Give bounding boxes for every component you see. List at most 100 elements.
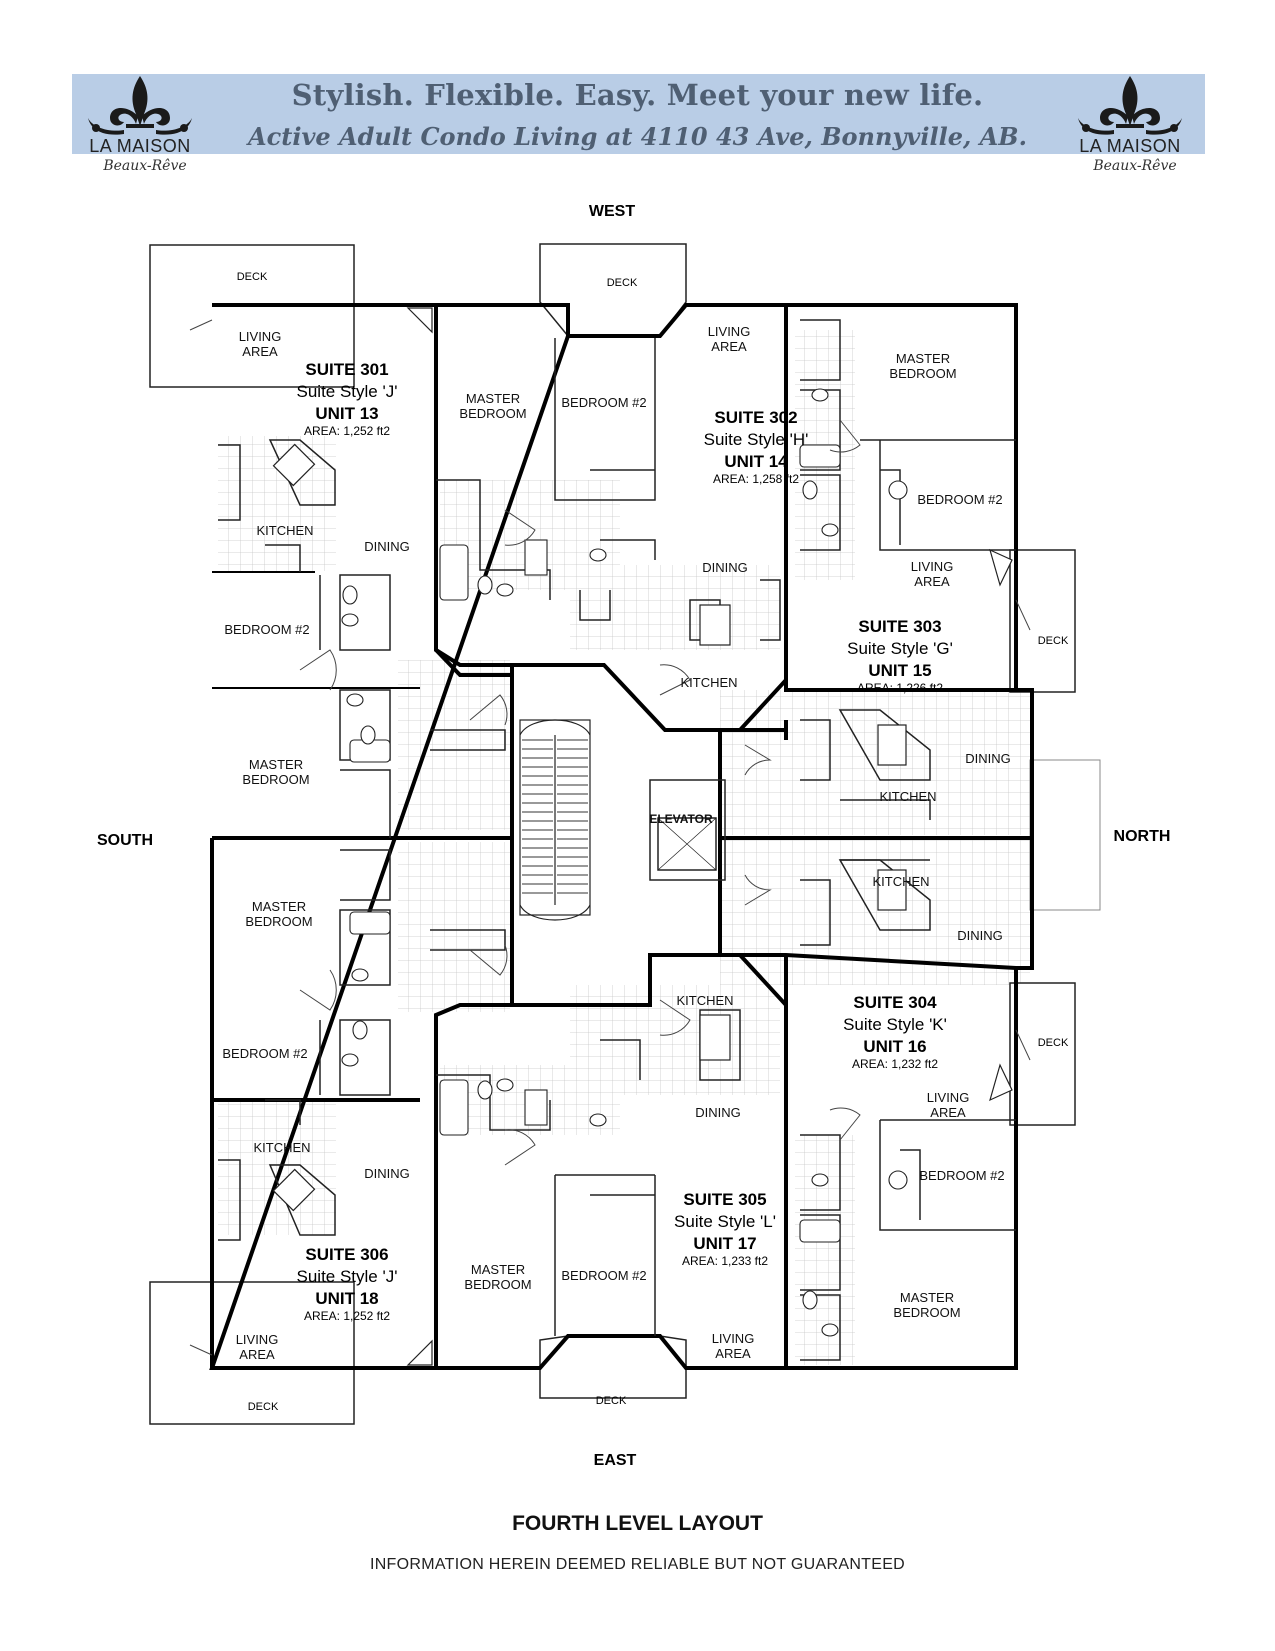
kitchen-islands: [272, 443, 907, 1212]
dining-label: DINING: [965, 751, 1011, 766]
page-title: FOURTH LEVEL LAYOUT: [512, 1512, 763, 1535]
deck-labels: DECK DECK DECK DECK DECK DECK: [237, 271, 1069, 1413]
kitchen-label: KITCHEN: [879, 789, 936, 804]
suite-306-info: SUITE 306 Suite Style 'J' UNIT 18 AREA: …: [297, 1245, 398, 1323]
area-label: AREA: [242, 344, 278, 359]
svg-text:SUITE 301: SUITE 301: [305, 360, 388, 379]
elevator-label: ELEVATOR: [649, 812, 713, 826]
stairwell: [519, 719, 591, 921]
deck-label: DECK: [596, 1395, 627, 1407]
area-label: AREA: [239, 1347, 275, 1362]
svg-text:Suite Style 'G': Suite Style 'G': [847, 639, 953, 658]
kitchen-label: KITCHEN: [872, 874, 929, 889]
logo-script: Beaux-Rêve: [103, 158, 187, 174]
bedroom2-label: BEDROOM #2: [919, 1168, 1004, 1183]
bedroom2-label: BEDROOM #2: [561, 1268, 646, 1283]
deck-label: DECK: [1038, 1037, 1069, 1049]
svg-text:AREA: 1,233 ft2: AREA: 1,233 ft2: [682, 1254, 768, 1268]
logo-left: LA MAISON Beaux-Rêve: [80, 74, 200, 184]
area-label: AREA: [930, 1105, 966, 1120]
room-labels: LIVING AREA KITCHEN DINING BEDROOM #2 MA…: [222, 324, 1010, 1362]
svg-text:AREA: 1,252 ft2: AREA: 1,252 ft2: [304, 424, 390, 438]
kitchen-label: KITCHEN: [680, 675, 737, 690]
bedroom-label: BEDROOM: [893, 1305, 960, 1320]
svg-text:AREA: 1,258 ft2: AREA: 1,258 ft2: [713, 472, 799, 486]
living-label: LIVING: [708, 324, 751, 339]
master-label: MASTER: [896, 351, 950, 366]
dining-label: DINING: [957, 928, 1003, 943]
deck-306: [149, 1281, 355, 1425]
fleur-de-lis-icon: [1078, 76, 1182, 135]
svg-text:Suite Style 'K': Suite Style 'K': [843, 1015, 947, 1034]
suite-301-info: SUITE 301 Suite Style 'J' UNIT 13 AREA: …: [297, 360, 398, 438]
area-label: AREA: [711, 339, 747, 354]
svg-text:AREA: 1,232 ft2: AREA: 1,232 ft2: [852, 1057, 938, 1071]
elevator: [649, 779, 726, 881]
suite-labels: SUITE 301 Suite Style 'J' UNIT 13 AREA: …: [297, 360, 953, 1323]
logo-script: Beaux-Rêve: [1093, 158, 1177, 174]
master-label: MASTER: [249, 757, 303, 772]
svg-text:SUITE 305: SUITE 305: [683, 1190, 766, 1209]
bedroom2-label: BEDROOM #2: [224, 622, 309, 637]
suite-302-info: SUITE 302 Suite Style 'H' UNIT 14 AREA: …: [704, 408, 809, 486]
logo-name: LA MAISON: [1079, 136, 1181, 156]
subtitle-address: Active Adult Condo Living at 4110 43 Ave…: [248, 122, 1027, 151]
svg-text:AREA: 1,226 ft2: AREA: 1,226 ft2: [857, 681, 943, 695]
suite-303-info: SUITE 303 Suite Style 'G' UNIT 15 AREA: …: [847, 617, 953, 695]
master-label: MASTER: [466, 391, 520, 406]
living-label: LIVING: [239, 329, 282, 344]
fleur-de-lis-icon: [88, 76, 192, 135]
deck-label: DECK: [607, 277, 638, 289]
dining-label: DINING: [364, 1166, 410, 1181]
kitchen-label: KITCHEN: [253, 1140, 310, 1155]
dining-label: DINING: [364, 539, 410, 554]
kitchen-label: KITCHEN: [256, 523, 313, 538]
svg-text:AREA: 1,252 ft2: AREA: 1,252 ft2: [304, 1309, 390, 1323]
master-label: MASTER: [471, 1262, 525, 1277]
svg-text:Suite Style 'J': Suite Style 'J': [297, 1267, 398, 1286]
svg-text:SUITE 306: SUITE 306: [305, 1245, 388, 1264]
bedroom-label: BEDROOM: [245, 914, 312, 929]
north-entry: [1029, 759, 1101, 911]
svg-text:UNIT 13: UNIT 13: [315, 404, 378, 423]
kitchen-label: KITCHEN: [676, 993, 733, 1008]
bedroom2-label: BEDROOM #2: [917, 492, 1002, 507]
dining-label: DINING: [702, 560, 748, 575]
compass-west: WEST: [589, 203, 635, 220]
bedroom-label: BEDROOM: [889, 366, 956, 381]
disclaimer: INFORMATION HEREIN DEEMED RELIABLE BUT N…: [369, 1556, 906, 1573]
partitions: [218, 319, 1016, 1361]
living-label: LIVING: [911, 559, 954, 574]
dining-label: DINING: [695, 1105, 741, 1120]
deck-label: DECK: [1038, 635, 1069, 647]
logo-right: LA MAISON Beaux-Rêve: [1070, 74, 1190, 184]
svg-text:Suite Style 'L': Suite Style 'L': [674, 1212, 776, 1231]
svg-text:UNIT 14: UNIT 14: [724, 452, 788, 471]
bedroom-label: BEDROOM: [459, 406, 526, 421]
svg-text:SUITE 304: SUITE 304: [853, 993, 937, 1012]
master-label: MASTER: [900, 1290, 954, 1305]
tagline: Stylish. Flexible. Easy. Meet your new l…: [291, 78, 984, 112]
bedroom2-label: BEDROOM #2: [222, 1046, 307, 1061]
svg-text:UNIT 18: UNIT 18: [315, 1289, 378, 1308]
deck-label: DECK: [248, 1401, 279, 1413]
living-label: LIVING: [236, 1332, 279, 1347]
svg-text:UNIT 17: UNIT 17: [693, 1234, 756, 1253]
compass-north: NORTH: [1114, 828, 1171, 845]
master-label: MASTER: [252, 899, 306, 914]
deck-303: [1009, 549, 1076, 693]
suite-305-info: SUITE 305 Suite Style 'L' UNIT 17 AREA: …: [674, 1190, 776, 1268]
bedroom-label: BEDROOM: [464, 1277, 531, 1292]
logo-name: LA MAISON: [89, 136, 191, 156]
svg-text:Suite Style 'J': Suite Style 'J': [297, 382, 398, 401]
bedroom-label: BEDROOM: [242, 772, 309, 787]
compass-east: EAST: [594, 1452, 637, 1469]
compass-south: SOUTH: [97, 832, 153, 849]
svg-text:UNIT 15: UNIT 15: [868, 661, 931, 680]
bedroom2-label: BEDROOM #2: [561, 395, 646, 410]
area-label: AREA: [914, 574, 950, 589]
living-label: LIVING: [927, 1090, 970, 1105]
suite-304-info: SUITE 304 Suite Style 'K' UNIT 16 AREA: …: [843, 993, 947, 1071]
area-label: AREA: [715, 1346, 751, 1361]
